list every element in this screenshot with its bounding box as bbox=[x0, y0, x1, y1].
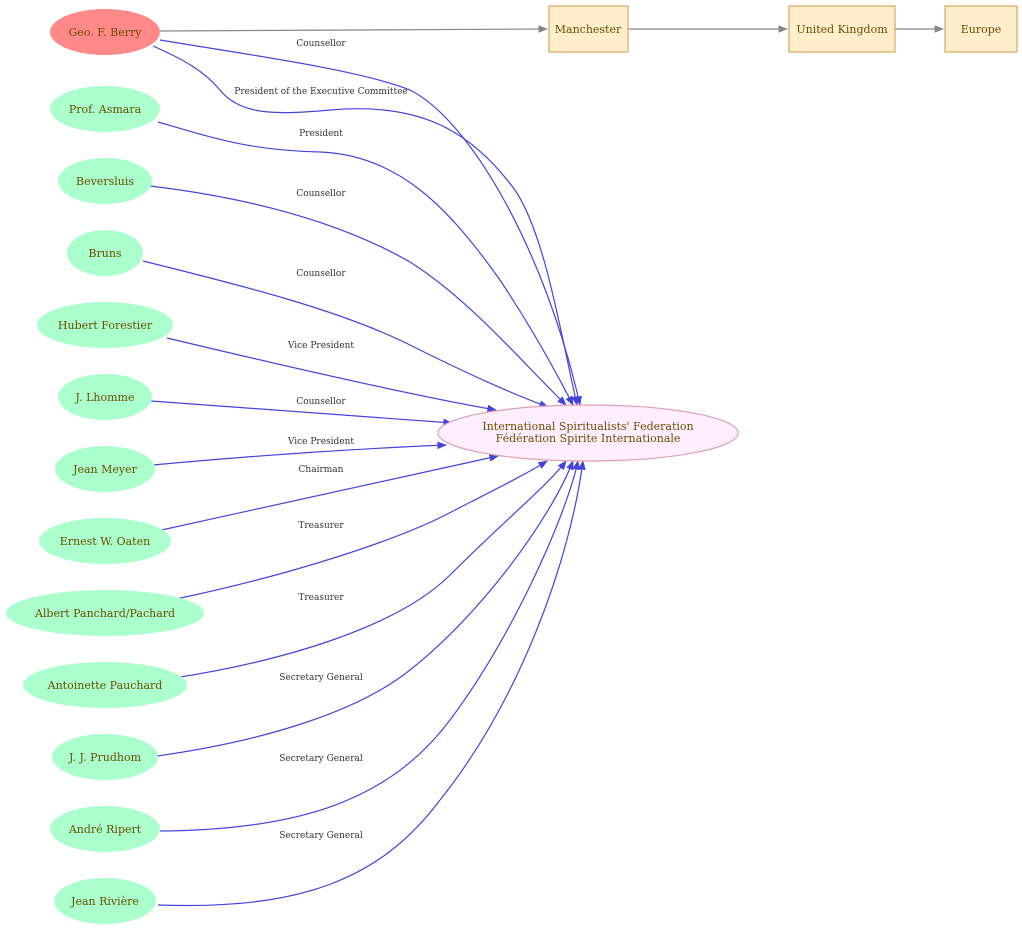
role-label: Counsellor bbox=[296, 269, 346, 279]
person-node[interactable]: J. Lhomme bbox=[58, 374, 152, 420]
person-name: Prof. Asmara bbox=[69, 103, 142, 116]
role-label: Secretary General bbox=[279, 673, 363, 683]
place-node-united-kingdom[interactable]: United Kingdom bbox=[788, 5, 896, 53]
person-ellipse bbox=[52, 734, 158, 780]
relation-edge bbox=[156, 460, 574, 757]
person-ellipse bbox=[50, 9, 160, 55]
relation-edge bbox=[142, 260, 549, 408]
relation-edges bbox=[142, 39, 586, 907]
role-label: President of the Executive Committee bbox=[234, 87, 407, 97]
role-label: Treasurer bbox=[298, 521, 344, 531]
person-node[interactable]: Hubert Forestier bbox=[37, 302, 173, 348]
person-node[interactable]: J. J. Prudhom bbox=[52, 734, 158, 780]
person-node[interactable]: Albert Panchard/Pachard bbox=[6, 590, 204, 636]
relation-edge bbox=[152, 45, 579, 406]
person-ellipse bbox=[39, 518, 171, 564]
organization-name-en: International Spiritualists' Federation bbox=[482, 420, 693, 433]
person-ellipse bbox=[50, 806, 160, 852]
person-name: Antoinette Pauchard bbox=[47, 679, 163, 692]
location-edges bbox=[159, 25, 944, 33]
place-node-europe[interactable]: Europe bbox=[944, 5, 1018, 53]
person-name: Jean Meyer bbox=[72, 463, 138, 476]
relation-edge bbox=[152, 441, 447, 466]
role-label: Vice President bbox=[287, 341, 355, 351]
person-name: Albert Panchard/Pachard bbox=[34, 607, 175, 620]
person-node[interactable]: Beversluis bbox=[58, 158, 152, 204]
person-node[interactable]: Jean Rivière bbox=[54, 878, 156, 924]
person-ellipse bbox=[23, 662, 187, 708]
person-ellipse bbox=[67, 230, 143, 276]
role-label: President bbox=[299, 129, 343, 139]
role-label: Treasurer bbox=[298, 593, 344, 603]
role-label: Counsellor bbox=[296, 39, 346, 49]
person-ellipse bbox=[58, 158, 152, 204]
role-label: Secretary General bbox=[279, 754, 363, 764]
person-name: J. J. Prudhom bbox=[68, 751, 142, 764]
person-node[interactable]: Bruns bbox=[67, 230, 143, 276]
role-label: Chairman bbox=[299, 465, 344, 475]
person-node[interactable]: Prof. Asmara bbox=[50, 86, 160, 132]
relation-edge bbox=[175, 460, 548, 600]
location-edge bbox=[159, 25, 548, 33]
role-label: Counsellor bbox=[296, 397, 346, 407]
person-ellipse bbox=[50, 86, 160, 132]
person-name: Beversluis bbox=[76, 175, 134, 188]
person-node[interactable]: Ernest W. Oaten bbox=[39, 518, 171, 564]
person-node[interactable]: Antoinette Pauchard bbox=[23, 662, 187, 708]
place-node-manchester[interactable]: Manchester bbox=[548, 5, 629, 53]
role-label: Secretary General bbox=[279, 831, 363, 841]
place-label: Europe bbox=[961, 23, 1002, 36]
relation-edge bbox=[166, 337, 497, 413]
person-node[interactable]: Geo. F. Berry bbox=[50, 9, 160, 55]
person-name: J. Lhomme bbox=[75, 391, 135, 404]
person-name: Geo. F. Berry bbox=[69, 26, 143, 39]
person-name: Bruns bbox=[88, 247, 122, 260]
person-name: Jean Rivière bbox=[70, 895, 139, 908]
person-ellipse bbox=[6, 590, 204, 636]
place-label: Manchester bbox=[555, 23, 622, 36]
organization-name-fr: Fédération Spirite Internationale bbox=[496, 432, 681, 445]
role-label: Vice President bbox=[287, 437, 355, 447]
person-ellipse bbox=[55, 446, 155, 492]
person-node[interactable]: Jean Meyer bbox=[55, 446, 155, 492]
person-name: Ernest W. Oaten bbox=[60, 535, 150, 548]
relation-edge bbox=[159, 460, 580, 832]
relation-edge bbox=[157, 460, 586, 907]
person-name: Hubert Forestier bbox=[58, 319, 153, 332]
person-name: André Ripert bbox=[68, 823, 142, 836]
relation-edge bbox=[159, 39, 582, 406]
organization-node[interactable]: International Spiritualists' Federation … bbox=[437, 404, 739, 462]
relation-edge bbox=[173, 460, 567, 679]
relation-edge bbox=[156, 454, 499, 532]
person-ellipse bbox=[37, 302, 173, 348]
relation-edge bbox=[149, 185, 567, 406]
person-node[interactable]: André Ripert bbox=[50, 806, 160, 852]
relation-edge bbox=[157, 121, 574, 406]
person-ellipse bbox=[58, 374, 152, 420]
relation-edge bbox=[150, 400, 453, 427]
place-label: United Kingdom bbox=[796, 23, 888, 36]
role-label: Counsellor bbox=[296, 189, 346, 199]
person-ellipse bbox=[54, 878, 156, 924]
